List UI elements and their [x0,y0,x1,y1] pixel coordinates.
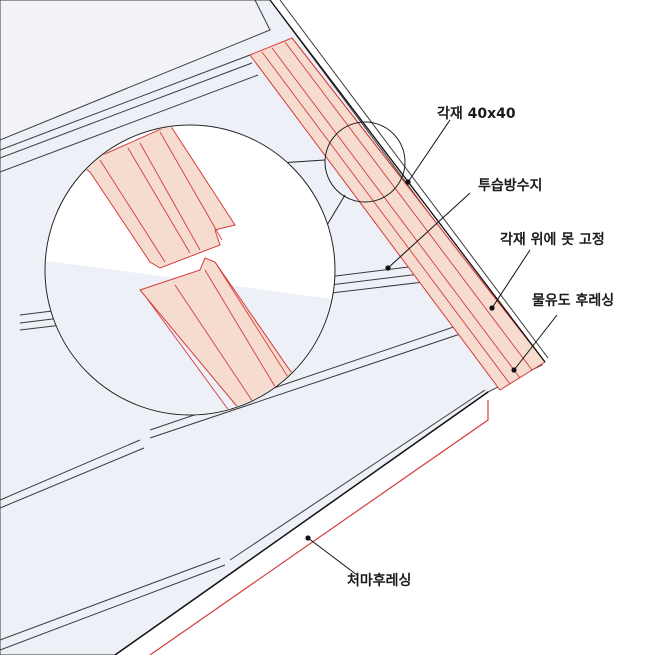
label-membrane: 투습방수지 [478,177,542,194]
label-drip-flashing: 물유도 후레싱 [532,293,614,309]
detail-source-circle [324,121,406,203]
eave-edge [114,391,489,655]
label-timber: 각재 40x40 [437,105,516,122]
label-nailing: 각재 위에 못 고정 [500,231,605,248]
edge-flashing [249,0,549,391]
eave-flashing-outline [149,400,489,655]
roof-panel-upper [0,0,271,141]
detail-magnifier [44,121,406,416]
leaders [305,119,558,576]
detail-upper-flashing [78,126,236,269]
label-eave-flashing: 처마후레싱 [347,573,411,589]
